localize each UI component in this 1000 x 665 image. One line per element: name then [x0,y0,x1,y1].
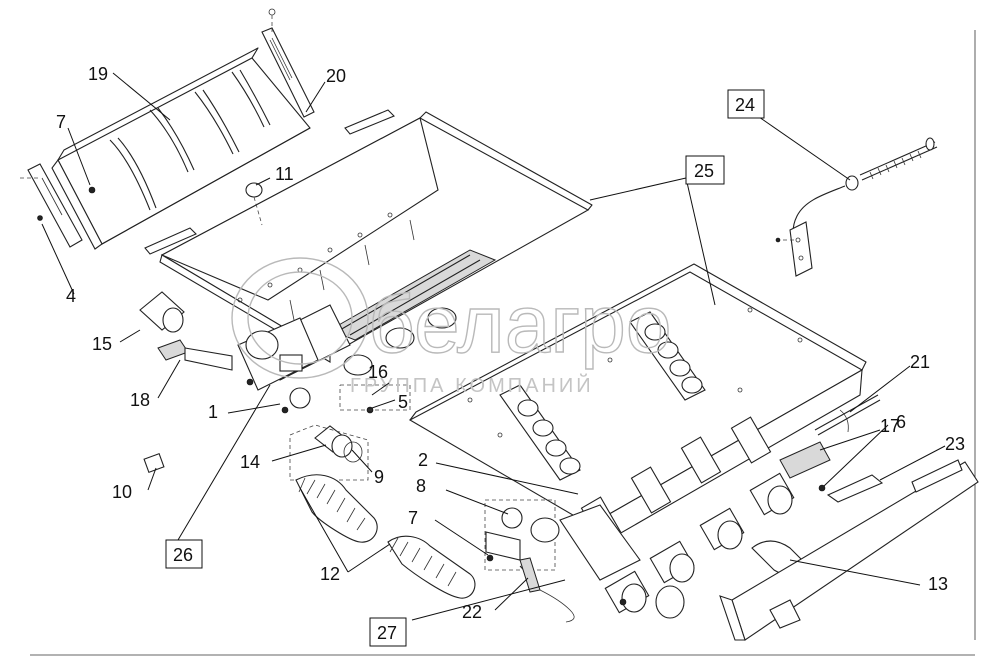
callout-24: 24 [735,95,755,115]
box-27 [369,617,407,647]
callout-21: 21 [910,352,930,372]
clamp-plate-upper [344,109,395,135]
watermark: белагро ГРУППА КОМПАНИЙ [231,257,672,397]
callout-7-lower: 7 [408,508,418,528]
callout-14: 14 [240,452,260,472]
watermark-brand: белагро [368,279,672,370]
part-24-cable-assembly [775,137,938,277]
part-27-flange-group [484,499,575,623]
callout-2: 2 [418,450,428,470]
part-11-knob [245,182,263,226]
part-7-bolt [88,186,96,194]
part-14-tube-and-ring [314,425,363,463]
callout-6: 6 [896,412,906,432]
callout-22: 22 [462,602,482,622]
bolt [619,598,627,606]
box-24 [727,89,765,119]
callout-8: 8 [416,476,426,496]
callout-15: 15 [92,334,112,354]
box-25 [685,155,725,185]
part-18-bracket [157,339,233,371]
callout-25: 25 [694,161,714,181]
callout-1: 1 [208,402,218,422]
leader-lines [41,72,946,621]
outlet-tubes [580,416,795,619]
lower-sieve-frame [408,263,867,546]
frame-end-bracket [559,504,641,581]
callout-20: 20 [326,66,346,86]
part-17-plate [779,441,831,479]
callout-17: 17 [880,416,900,436]
group-box-16 [339,384,411,411]
callout-5: 5 [398,392,408,412]
part-15-tube [139,291,185,333]
part-12-hoses [295,474,476,599]
watermark-subtitle: ГРУППА КОМПАНИЙ [350,373,594,397]
callout-23: 23 [945,434,965,454]
callout-16: 16 [368,362,388,382]
part-6-bolt [818,484,826,492]
callout-18: 18 [130,390,150,410]
callout-13: 13 [928,574,948,594]
part-20-strip [261,8,315,118]
callout-26: 26 [173,545,193,565]
callout-7-top: 7 [56,112,66,132]
boxed-callouts: 24 25 26 27 [165,89,765,647]
callout-9: 9 [374,467,384,487]
part-19-trough [51,47,311,250]
box-26 [165,539,203,569]
callout-4: 4 [66,286,76,306]
part-23-side-panel [719,459,979,641]
group-box-14 [289,424,369,481]
callout-12: 12 [320,564,340,584]
callout-19: 19 [88,64,108,84]
clamp-plate [144,227,197,255]
part-6-plate [826,474,884,503]
part-21-rod [814,394,881,436]
part-4-bracket [20,163,83,248]
callout-27: 27 [377,623,397,643]
part-10-clip [143,452,165,474]
callout-labels: 19 20 7 11 4 15 18 1 14 9 10 16 5 12 22 … [56,64,965,622]
callout-11: 11 [275,164,294,184]
callout-10: 10 [112,482,132,502]
